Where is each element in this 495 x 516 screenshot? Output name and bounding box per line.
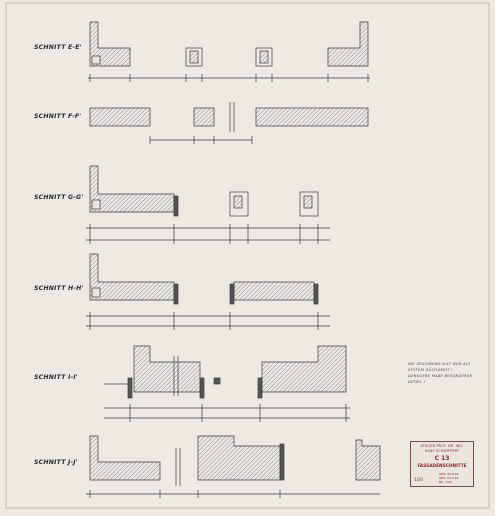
scale: 1/20 — [414, 477, 423, 482]
wall-f-left — [89, 107, 151, 127]
section-j-drawing — [86, 435, 381, 498]
wall-j-mid — [197, 435, 281, 481]
wall-i-left — [133, 345, 201, 393]
wall-j-right — [355, 439, 381, 481]
wall-f-mid — [193, 107, 215, 127]
pier-g-2 — [299, 191, 319, 217]
note-line-4: DETAIL ! — [408, 380, 426, 384]
section-label-f: SCHNITT F-F' — [34, 113, 82, 120]
pier-e-1 — [185, 47, 203, 67]
column-e-left — [91, 55, 101, 65]
wall-h-right — [233, 281, 315, 301]
section-label-i: SCHNITT I-I' — [34, 374, 78, 381]
section-g-drawing — [86, 165, 330, 244]
sheet-number: C 13 — [434, 455, 450, 462]
office-line-2: HANS SCHWIPPERT — [424, 449, 460, 453]
note-line-1: DIE ZEICHNUNG GILT NUR ALS — [408, 362, 471, 366]
section-label-e: SCHNITT E-E' — [34, 44, 82, 51]
wall-f-right — [255, 107, 369, 127]
wall-e-right — [327, 21, 369, 67]
meta-line-3: NR. 7/20 — [439, 480, 452, 484]
section-e-drawing — [88, 21, 370, 82]
section-label-j: SCHNITT J-J' — [34, 459, 78, 466]
section-label-g: SCHNITT G-G' — [34, 194, 84, 201]
sheet-title: FASSADENSCHNITTE — [417, 464, 467, 469]
drawing-note: DIE ZEICHNUNG GILT NUR ALS SYSTEM GÜLTIG… — [408, 361, 488, 385]
meta-line-2: GES. 10.5.62 — [439, 476, 459, 480]
pier-g-1 — [229, 191, 249, 217]
section-i-drawing — [104, 345, 350, 422]
section-label-h: SCHNITT H-H' — [34, 285, 84, 292]
wall-e-left — [89, 21, 131, 67]
meta-line-1: GEZ. 30.8.62 — [439, 472, 459, 476]
note-line-2: SYSTEM GÜLTIGKEIT ! — [408, 368, 453, 372]
wall-i-right — [261, 345, 347, 393]
wall-g-left — [89, 165, 175, 213]
pier-e-2 — [255, 47, 273, 67]
title-block: ATELIER PROF. DR. ING. HANS SCHWIPPERT C… — [410, 441, 474, 487]
wall-j-left — [89, 435, 161, 481]
section-f-drawing — [89, 102, 369, 144]
section-h-drawing — [86, 253, 330, 330]
office-line-1: ATELIER PROF. DR. ING. — [420, 444, 464, 448]
wall-h-left — [89, 253, 175, 301]
note-line-3: GENAUERE MAßE BESONDERER — [408, 374, 473, 378]
sheet-border — [5, 2, 490, 509]
